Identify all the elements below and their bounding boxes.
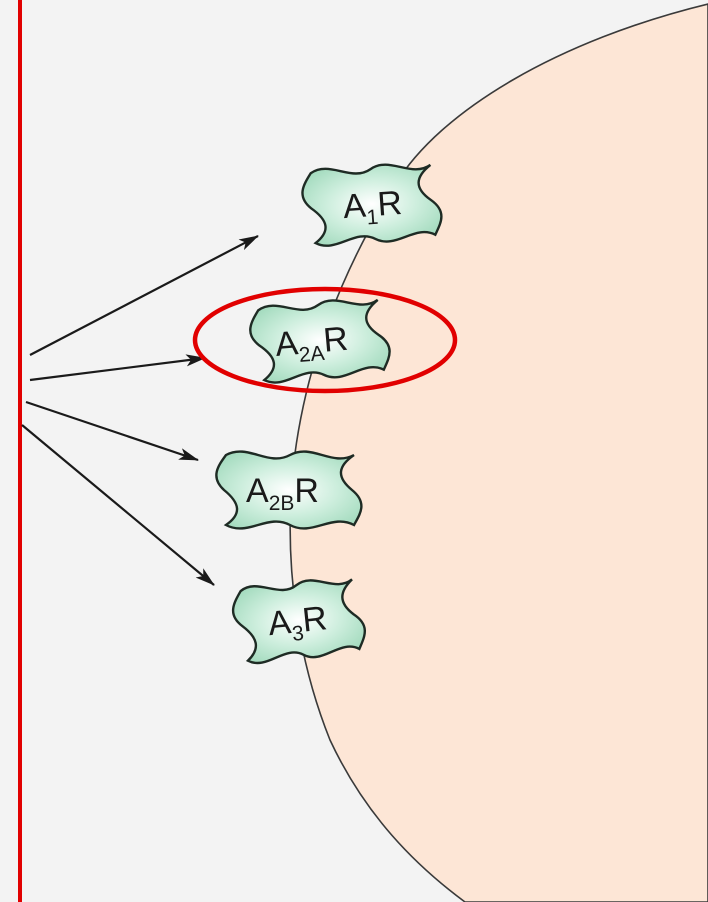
receptor-a3-letter: A: [266, 603, 293, 643]
receptor-a2b: A2BR: [216, 452, 361, 529]
receptor-a2b-letter: A: [246, 472, 269, 510]
receptor-a1-letter: A: [342, 187, 368, 227]
receptor-a2b-shape: [216, 452, 361, 529]
receptor-a2b-suffix: R: [294, 472, 319, 510]
receptor-a2a-subscript: 2A: [298, 342, 326, 367]
receptor-a1-suffix: R: [376, 184, 403, 224]
receptor-a2b-subscript: 2B: [269, 492, 295, 515]
receptor-a2a-letter: A: [274, 324, 300, 364]
receptor-a2a-suffix: R: [322, 320, 350, 360]
receptor-a3-suffix: R: [300, 599, 328, 639]
